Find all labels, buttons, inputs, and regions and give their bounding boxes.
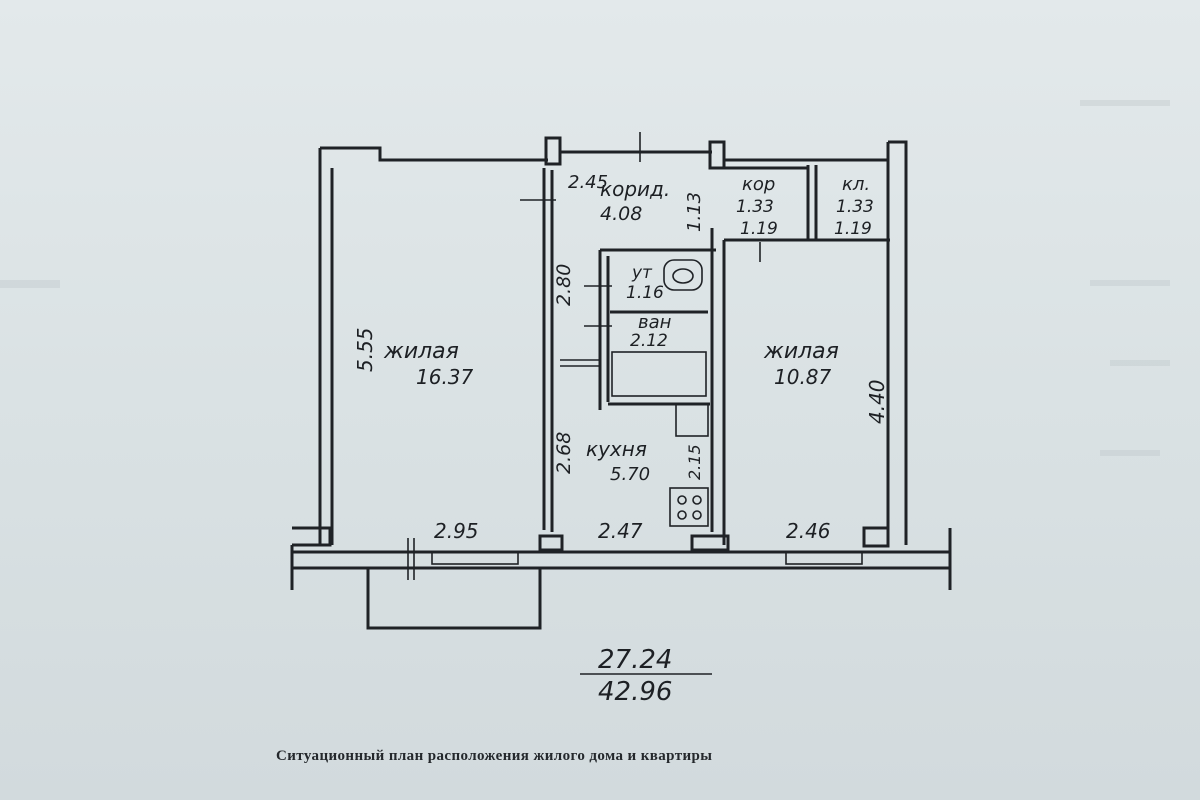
closet-name: кл.: [842, 174, 870, 195]
living-right-area: 10.87: [774, 365, 832, 389]
total-area: 42.96: [598, 677, 672, 707]
living-right-width-dim: 2.46: [786, 519, 831, 543]
living-left-name: жилая: [383, 339, 459, 364]
corridor-side-dim: 1.13: [684, 192, 705, 232]
background-bleed: [0, 100, 1170, 456]
kitchen-area: 5.70: [610, 464, 650, 485]
room-labels: жилая 16.37 5.55 2.95 2.45 корид. 4.08 1…: [353, 172, 889, 543]
living-left-height-dim: 5.55: [353, 327, 377, 372]
corridor-name: корид.: [600, 177, 670, 201]
kitchen-name: кухня: [586, 437, 647, 461]
bath-name: ван: [638, 312, 672, 333]
kitchen-side-dim: 2.15: [685, 444, 704, 480]
toilet-area: 1.16: [626, 283, 664, 303]
wall-columns: [407, 132, 890, 580]
outer-walls: [290, 140, 952, 630]
wall-dim-280: 2.80: [553, 264, 575, 306]
interior-walls: [520, 165, 890, 545]
living-area-total: 27.24: [598, 645, 672, 675]
living-right-name: жилая: [763, 339, 839, 364]
kitchen-height-dim: 2.68: [553, 432, 575, 474]
corridor-width-dim: 2.45: [568, 172, 608, 193]
kitchen-width-dim: 2.47: [598, 519, 643, 543]
living-right-height-dim: 4.40: [865, 379, 889, 424]
small-corridor-area: 1.33: [736, 197, 774, 217]
living-left-area: 16.37: [416, 365, 474, 389]
living-left-width-dim: 2.95: [434, 519, 479, 543]
closet-dim: 1.19: [834, 219, 872, 239]
small-corridor-dim: 1.19: [740, 219, 778, 239]
closet-area: 1.33: [836, 197, 874, 217]
plan-caption: Ситуационный план расположения жилого до…: [276, 748, 713, 764]
toilet-name: ут: [631, 263, 653, 283]
small-corridor-name: кор: [742, 174, 775, 195]
area-totals: 27.24 42.96: [580, 645, 712, 707]
bath-area: 2.12: [630, 331, 668, 351]
corridor-area: 4.08: [600, 203, 642, 225]
